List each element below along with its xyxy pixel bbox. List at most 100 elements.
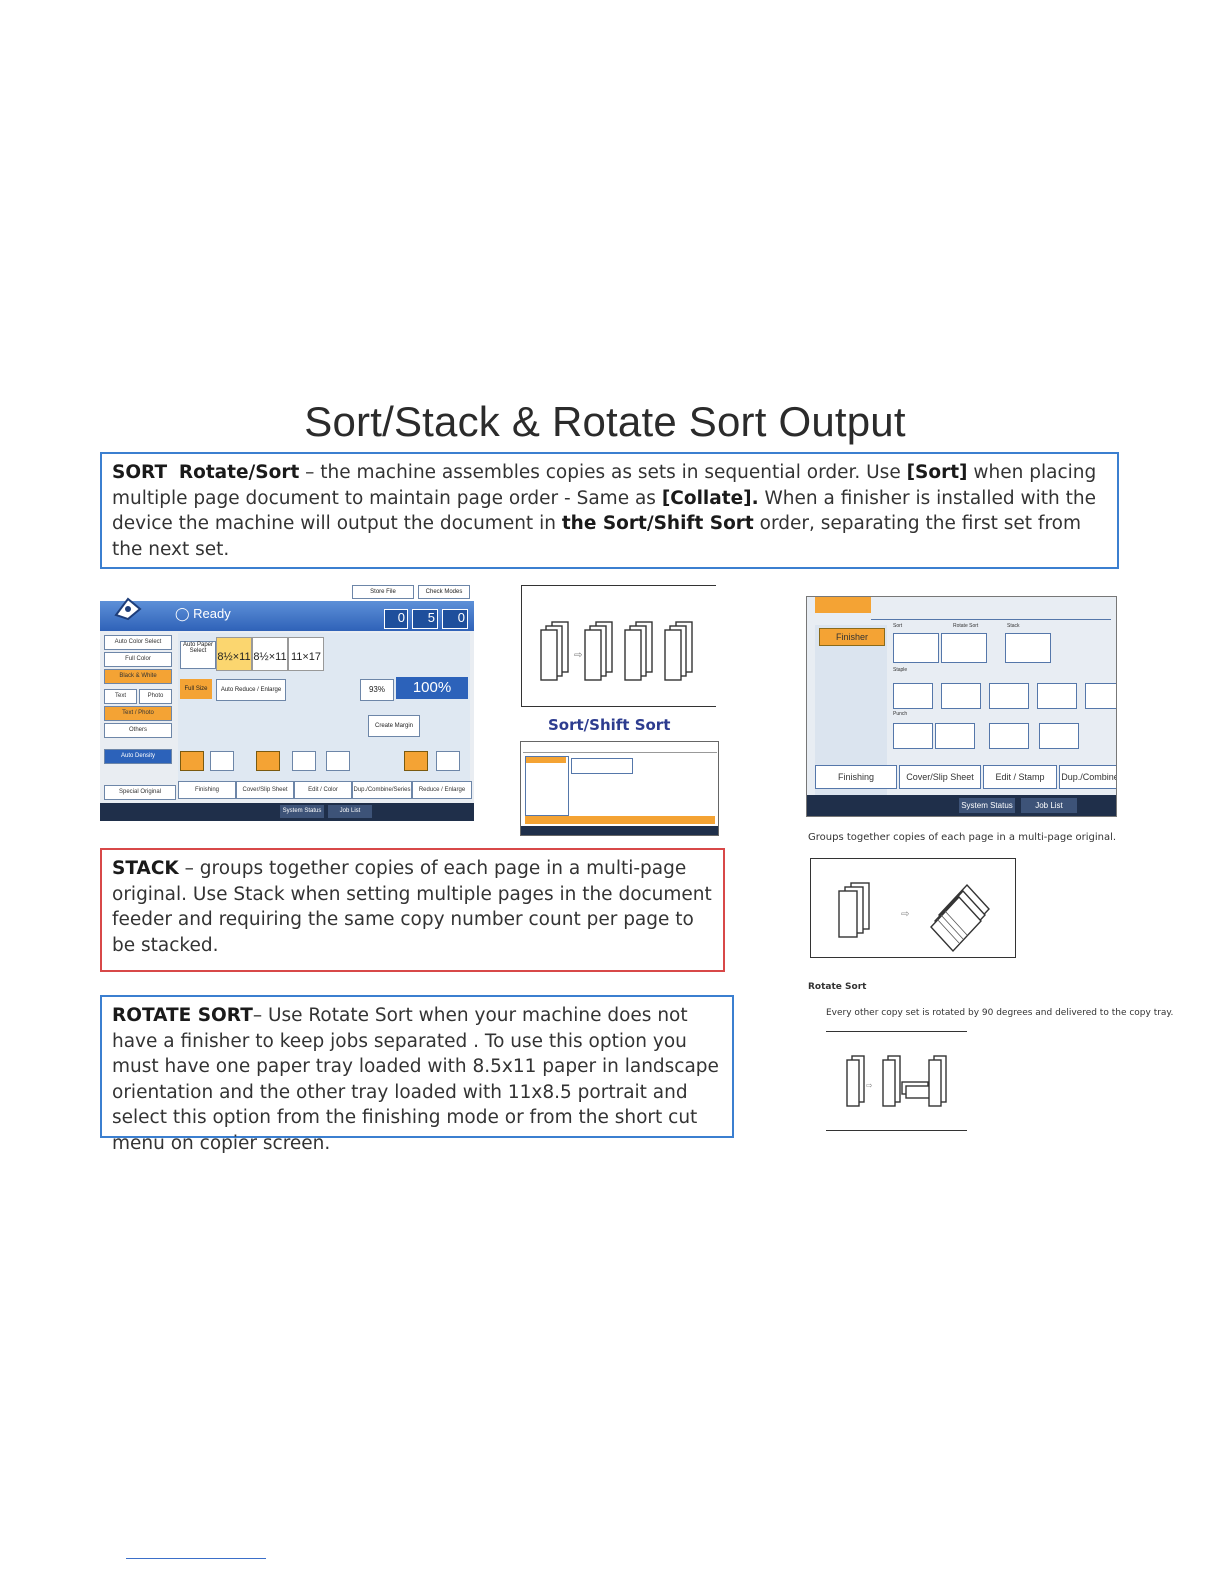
special-original-button[interactable]: Special Original <box>104 785 176 800</box>
thumb-side-panel <box>525 756 569 816</box>
tab-edit-stamp[interactable]: Edit / Stamp <box>983 765 1057 789</box>
sort-shift-sort-label: Sort/Shift Sort <box>548 716 671 734</box>
staple-5-button[interactable] <box>1085 683 1116 709</box>
auto-reduce-enlarge-button[interactable]: Auto Reduce / Enlarge <box>216 679 286 701</box>
sort-text-3: When a finisher is installed with the de… <box>112 487 1097 535</box>
punch-label: Punch <box>893 711 908 717</box>
sort-heading: SORT <box>112 462 168 483</box>
tab-dup-combine-series[interactable]: Dup./Combine/Series <box>352 781 412 799</box>
job-list-button[interactable]: Job List <box>1021 798 1077 813</box>
punch-2-button[interactable] <box>935 723 975 749</box>
full-size-button[interactable]: Full Size <box>180 679 212 699</box>
photo-mode-button[interactable]: Photo <box>139 689 172 704</box>
svg-text:⇨: ⇨ <box>574 650 582 661</box>
full-color-button[interactable]: Full Color <box>104 652 172 667</box>
thumb-top-bar <box>523 746 717 753</box>
svg-text:⇨: ⇨ <box>866 1081 873 1090</box>
sort-text-2: when placing multiple page document to m… <box>112 462 1097 509</box>
sort-text-1: – the machine assembles copies as sets i… <box>299 462 907 483</box>
finisher-top-tabs <box>871 597 1111 620</box>
sort-keyword: [Sort] <box>906 462 968 483</box>
stack-caption: Groups together copies of each page in a… <box>808 832 1117 843</box>
tab-finishing[interactable]: Finishing <box>178 781 236 799</box>
copier-icon <box>114 595 142 621</box>
finisher-top-tab <box>815 597 871 613</box>
tray-3-button[interactable]: 11×17 <box>288 637 324 671</box>
status-bar <box>100 601 474 631</box>
auto-density-control[interactable]: Auto Density <box>104 749 172 764</box>
rotate-sort-option-button[interactable] <box>941 633 987 663</box>
create-margin-button[interactable]: Create Margin <box>368 715 420 737</box>
punch-1-button[interactable] <box>893 723 933 749</box>
tab-dup-combine[interactable]: Dup./Combine <box>1059 765 1116 789</box>
sort-mode-icon[interactable] <box>180 751 204 771</box>
job-list-button[interactable]: Job List <box>328 805 372 818</box>
text-photo-button[interactable]: Text / Photo <box>104 706 172 721</box>
punch-mode-icon[interactable] <box>404 751 428 771</box>
others-button[interactable]: Others <box>104 723 172 738</box>
rotate-sort-heading: Rotate/Sort <box>178 462 300 483</box>
copies-count: 0 <box>442 609 468 629</box>
finisher-button[interactable]: Finisher <box>819 628 885 646</box>
tab-finishing[interactable]: Finishing <box>815 765 897 789</box>
sort-description-box: SORT Rotate/Sort – the machine assembles… <box>100 452 1119 569</box>
ready-label: Ready <box>193 606 231 621</box>
finisher-screen-screenshot: Finisher Sort Rotate Sort Stack Staple P… <box>806 596 1117 817</box>
panel-top-bar: Store File Check Modes <box>100 581 474 603</box>
system-status-button[interactable]: System Status <box>280 805 324 818</box>
thumb-sort-option <box>571 758 633 774</box>
auto-color-select-button[interactable]: Auto Color Select <box>104 635 172 650</box>
footer-rule <box>126 1558 266 1559</box>
tray-2-button[interactable]: 8½×11 <box>252 637 288 671</box>
staple-2-icon[interactable] <box>292 751 316 771</box>
thumb-tab-row <box>525 816 715 824</box>
stack-option-label: Stack <box>1007 623 1020 629</box>
rotate-bottom-rule <box>826 1130 967 1131</box>
staple-1-button[interactable] <box>893 683 933 709</box>
system-status-button[interactable]: System Status <box>959 798 1015 813</box>
staple-2-button[interactable] <box>941 683 981 709</box>
sort-illustration: ⇨ <box>521 585 716 707</box>
stack-description-box: STACK – groups together copies of each p… <box>100 848 725 972</box>
tab-reduce-enlarge[interactable]: Reduce / Enlarge <box>412 781 472 799</box>
black-white-button[interactable]: Black & White <box>104 669 172 684</box>
shift-sort-keyword: the Sort/Shift Sort <box>561 513 754 534</box>
rotate-sort-label: Rotate Sort <box>808 982 867 992</box>
thumb-finisher-tab <box>526 757 566 763</box>
text-mode-button[interactable]: Text <box>104 689 137 704</box>
staple-3-button[interactable] <box>989 683 1029 709</box>
stack-text: – groups together copies of each page in… <box>112 858 712 956</box>
svg-text:⇨: ⇨ <box>901 909 909 920</box>
staple-mode-icon[interactable] <box>256 751 280 771</box>
tab-edit-color[interactable]: Edit / Color <box>294 781 352 799</box>
punch-3-button[interactable] <box>989 723 1029 749</box>
sort-text-4: order, separating the first set from the… <box>112 513 1081 560</box>
tab-cover-slip-sheet[interactable]: Cover/Slip Sheet <box>236 781 294 799</box>
staple-label: Staple <box>893 667 908 673</box>
check-modes-button[interactable]: Check Modes <box>418 585 470 599</box>
stack-mode-icon[interactable] <box>210 751 234 771</box>
tray-1-button[interactable]: 8½×11 <box>216 637 252 671</box>
collate-keyword: [Collate]. <box>661 487 759 509</box>
sort-option-button[interactable] <box>893 633 939 663</box>
staple-3-icon[interactable] <box>326 751 350 771</box>
panel-bottom-bar: System Status Job List <box>100 803 474 821</box>
zoom-percent[interactable]: 100% <box>396 677 468 699</box>
sort-stacks-icon: ⇨ <box>540 621 693 681</box>
sort-option-label: Sort <box>893 623 903 629</box>
stack-option-button[interactable] <box>1005 633 1051 663</box>
staple-4-button[interactable] <box>1037 683 1077 709</box>
originals-count: 0 <box>384 609 408 629</box>
rotate-sort-illustration: ⇨ <box>836 1048 966 1110</box>
rotate-top-rule <box>826 1031 967 1032</box>
store-file-button[interactable]: Store File <box>352 585 414 599</box>
ratio-button[interactable]: 93% <box>360 679 394 701</box>
finisher-bottom-bar: System Status Job List <box>807 795 1116 816</box>
sort-shift-thumbnail <box>520 741 719 836</box>
status-text: ◯ Ready <box>175 606 231 621</box>
punch-4-button[interactable] <box>1039 723 1079 749</box>
punch-2-icon[interactable] <box>436 751 460 771</box>
rotate-sort-description-box: ROTATE SORT– Use Rotate Sort when your m… <box>100 995 734 1154</box>
auto-paper-select-button[interactable]: Auto Paper Select <box>180 641 216 669</box>
tab-cover-slip-sheet[interactable]: Cover/Slip Sheet <box>899 765 981 789</box>
